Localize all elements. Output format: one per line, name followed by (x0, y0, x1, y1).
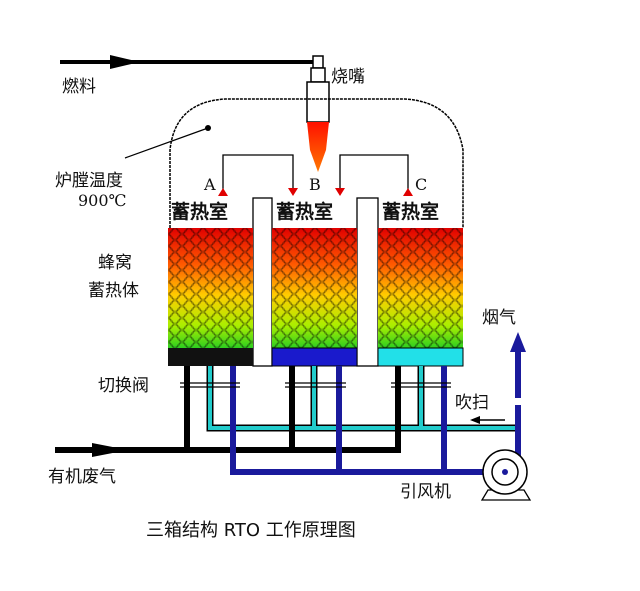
honeycomb-bed-a (168, 228, 253, 366)
burner-label: 烧嘴 (331, 67, 365, 87)
chamber-c-letter: C (415, 175, 427, 194)
purge-arrow-icon (470, 416, 480, 424)
fuel-arrow-icon (110, 55, 140, 69)
waste-gas-arrow-icon (92, 443, 128, 457)
diagram-title: 三箱结构 RTO 工作原理图 (146, 520, 356, 541)
arrow-down-b2-icon (335, 188, 345, 196)
thermocouple-dot (205, 125, 211, 131)
exhaust-pipes (230, 345, 521, 475)
flue-gas-label: 烟气 (482, 308, 516, 328)
purge-label: 吹扫 (455, 393, 489, 413)
flame-icon (307, 122, 329, 172)
honeycomb-label-1: 蜂窝 (98, 253, 132, 273)
flue-gas-arrow-icon (510, 332, 526, 352)
arrow-up-a-icon (218, 188, 228, 196)
honeycomb-bed-b (271, 228, 358, 367)
fuel-line (60, 55, 316, 69)
induced-fan-icon (480, 449, 532, 501)
burner (306, 55, 330, 172)
chamber-a-letter: A (203, 175, 216, 194)
chamber-b-base (271, 347, 358, 367)
induced-fan-label: 引风机 (400, 482, 451, 502)
temp-pointer (124, 127, 209, 159)
honeycomb-label-2: 蓄热体 (88, 281, 139, 301)
honeycomb-bed-c (377, 228, 464, 367)
fuel-label: 燃料 (62, 77, 96, 97)
furnace-temp-label: 炉膛温度 (55, 171, 123, 191)
chamber-b-name: 蓄热室 (276, 200, 333, 223)
chamber-c-name: 蓄热室 (382, 200, 439, 223)
chamber-c-base (377, 347, 464, 367)
partition-ab (252, 197, 273, 367)
flow-loops (222, 154, 409, 192)
chamber-a-name: 蓄热室 (171, 200, 228, 223)
switch-valve-label: 切换阀 (98, 376, 149, 396)
chamber-a-base (168, 348, 253, 366)
chamber-b-letter: B (309, 175, 321, 194)
arrow-down-b1-icon (288, 188, 298, 196)
waste-gas-label: 有机废气 (48, 467, 116, 487)
partition-bc (356, 197, 379, 367)
arrow-up-c-icon (403, 188, 413, 196)
furnace-temp-value: 900℃ (78, 191, 126, 210)
switch-valves (180, 382, 451, 388)
